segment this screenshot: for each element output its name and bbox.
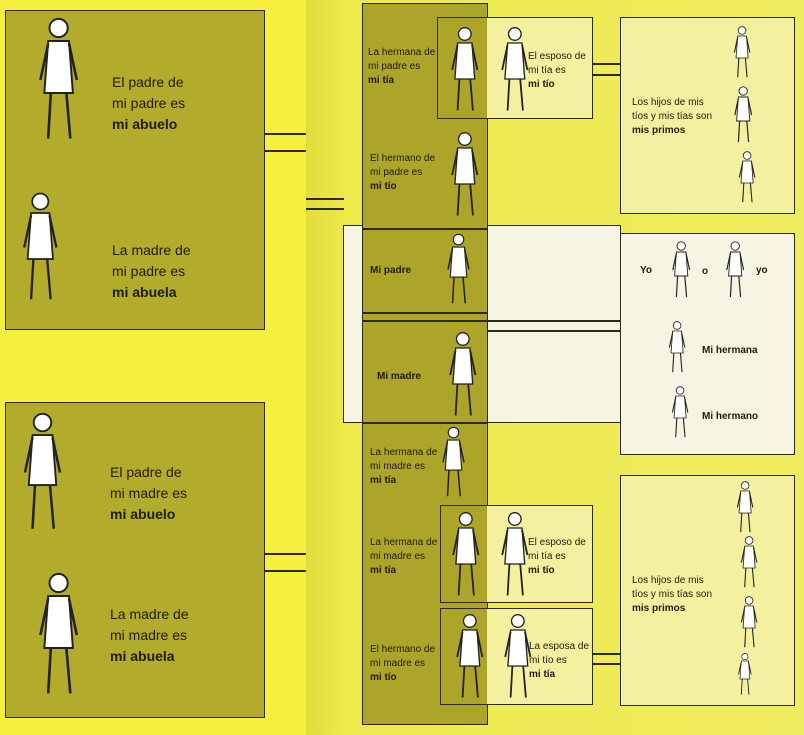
person-illustration — [442, 426, 465, 497]
connector — [265, 553, 306, 555]
connector — [306, 208, 344, 210]
person-illustration — [501, 512, 529, 596]
connector — [593, 74, 620, 76]
connector — [306, 198, 344, 200]
tia-materna-box — [440, 505, 488, 603]
person-illustration — [733, 26, 751, 78]
person-illustration — [23, 412, 62, 529]
person-illustration — [668, 321, 686, 373]
person-illustration — [672, 241, 691, 298]
person-illustration — [726, 241, 745, 298]
hermano-label: Mi hermano — [702, 411, 759, 422]
person-illustration — [447, 233, 470, 304]
person-illustration — [449, 332, 477, 416]
esposo-tia-materna-box — [487, 505, 593, 603]
primos-maternos-box — [620, 475, 795, 706]
connector — [488, 330, 620, 332]
padre-text: Mi padre — [370, 265, 412, 276]
tia-box — [437, 17, 488, 119]
person-illustration — [738, 653, 752, 695]
maternal-grandparents-box — [5, 402, 265, 718]
person-illustration — [740, 596, 758, 648]
person-illustration — [456, 614, 484, 698]
divider — [362, 422, 488, 424]
connector — [265, 570, 306, 572]
connector — [488, 320, 620, 322]
person-illustration — [740, 536, 758, 588]
connector — [265, 150, 306, 152]
person-illustration — [738, 151, 756, 203]
yo-label-2: yo — [756, 265, 768, 276]
connector — [265, 133, 306, 135]
person-illustration — [451, 27, 479, 111]
o-label: o — [702, 266, 709, 277]
hermana-label: Mi hermana — [702, 345, 758, 356]
divider — [362, 320, 488, 322]
person-illustration — [39, 572, 79, 694]
person-illustration — [734, 86, 753, 143]
person-illustration — [504, 614, 532, 698]
divider — [362, 312, 488, 314]
connector — [593, 663, 620, 665]
tio-materno-box — [440, 608, 488, 705]
primos-paternos-box — [620, 17, 795, 214]
yo-box — [620, 233, 795, 455]
esposo-tia-box — [487, 17, 593, 119]
madre-text: Mi madre — [377, 371, 421, 382]
person-illustration — [452, 512, 480, 596]
yo-label: Yo — [640, 265, 653, 276]
divider — [362, 228, 488, 230]
person-illustration — [451, 132, 479, 216]
connector — [593, 63, 620, 65]
person-illustration — [501, 27, 529, 111]
person-illustration — [23, 192, 58, 300]
person-illustration — [736, 481, 754, 533]
connector — [593, 653, 620, 655]
person-illustration — [671, 386, 689, 438]
person-illustration — [39, 17, 79, 139]
